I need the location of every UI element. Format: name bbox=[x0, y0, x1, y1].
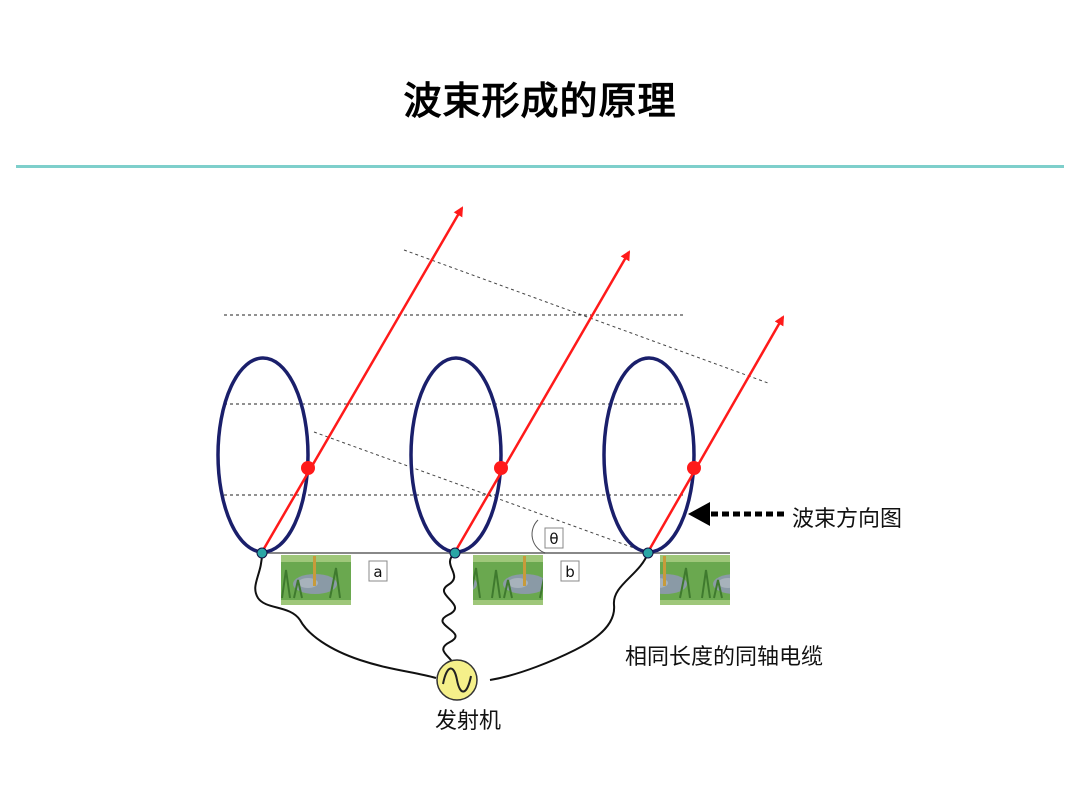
spacing-b-label: b bbox=[565, 563, 575, 581]
feed-node-2 bbox=[449, 547, 461, 559]
coax-cable-2 bbox=[441, 552, 457, 669]
coax-cable-label: 相同长度的同轴电缆 bbox=[625, 645, 823, 670]
coax-cable-3 bbox=[489, 552, 649, 681]
coax-cable-1 bbox=[254, 552, 437, 679]
beam-arrows bbox=[260, 206, 785, 553]
field-photo-1 bbox=[281, 555, 351, 605]
beam-arrow-1 bbox=[260, 206, 464, 553]
spacing-a-label: a bbox=[373, 563, 382, 581]
beam-arrow-2 bbox=[453, 250, 631, 553]
antenna-loop-1 bbox=[216, 356, 310, 554]
wavefront-line-lower bbox=[313, 431, 649, 554]
page-title: 波束形成的原理 bbox=[403, 79, 677, 123]
angle-arc bbox=[531, 519, 546, 554]
title-divider bbox=[16, 165, 1064, 168]
intersection-dots bbox=[301, 461, 701, 475]
wavefront-lines bbox=[313, 249, 769, 554]
feed-node-3 bbox=[642, 547, 654, 559]
beam-arrow-3 bbox=[646, 315, 785, 553]
angle-label: θ bbox=[549, 530, 558, 548]
intersection-dot-2 bbox=[494, 461, 508, 475]
antenna-loop-3 bbox=[602, 356, 696, 554]
feed-node-1 bbox=[256, 547, 268, 559]
antenna-loops bbox=[216, 356, 696, 554]
beam-pattern-label: 波束方向图 bbox=[792, 507, 902, 532]
spacing-b-box bbox=[560, 560, 580, 582]
wavefront-line-upper bbox=[403, 249, 769, 384]
antenna-loop-2 bbox=[409, 356, 503, 554]
intersection-dot-3 bbox=[687, 461, 701, 475]
beam-pattern-pointer-head bbox=[688, 502, 710, 526]
spacing-a-box bbox=[368, 560, 388, 582]
sine-wave-icon bbox=[442, 667, 472, 693]
transmitter-label: 发射机 bbox=[435, 709, 501, 734]
intersection-dot-1 bbox=[301, 461, 315, 475]
feed-nodes bbox=[256, 547, 654, 559]
angle-label-box bbox=[544, 527, 564, 549]
coax-cables bbox=[254, 552, 649, 681]
reference-lines bbox=[224, 314, 686, 496]
field-photo-2 bbox=[473, 555, 543, 605]
field-photo-3 bbox=[660, 555, 730, 605]
field-photos bbox=[281, 555, 730, 605]
